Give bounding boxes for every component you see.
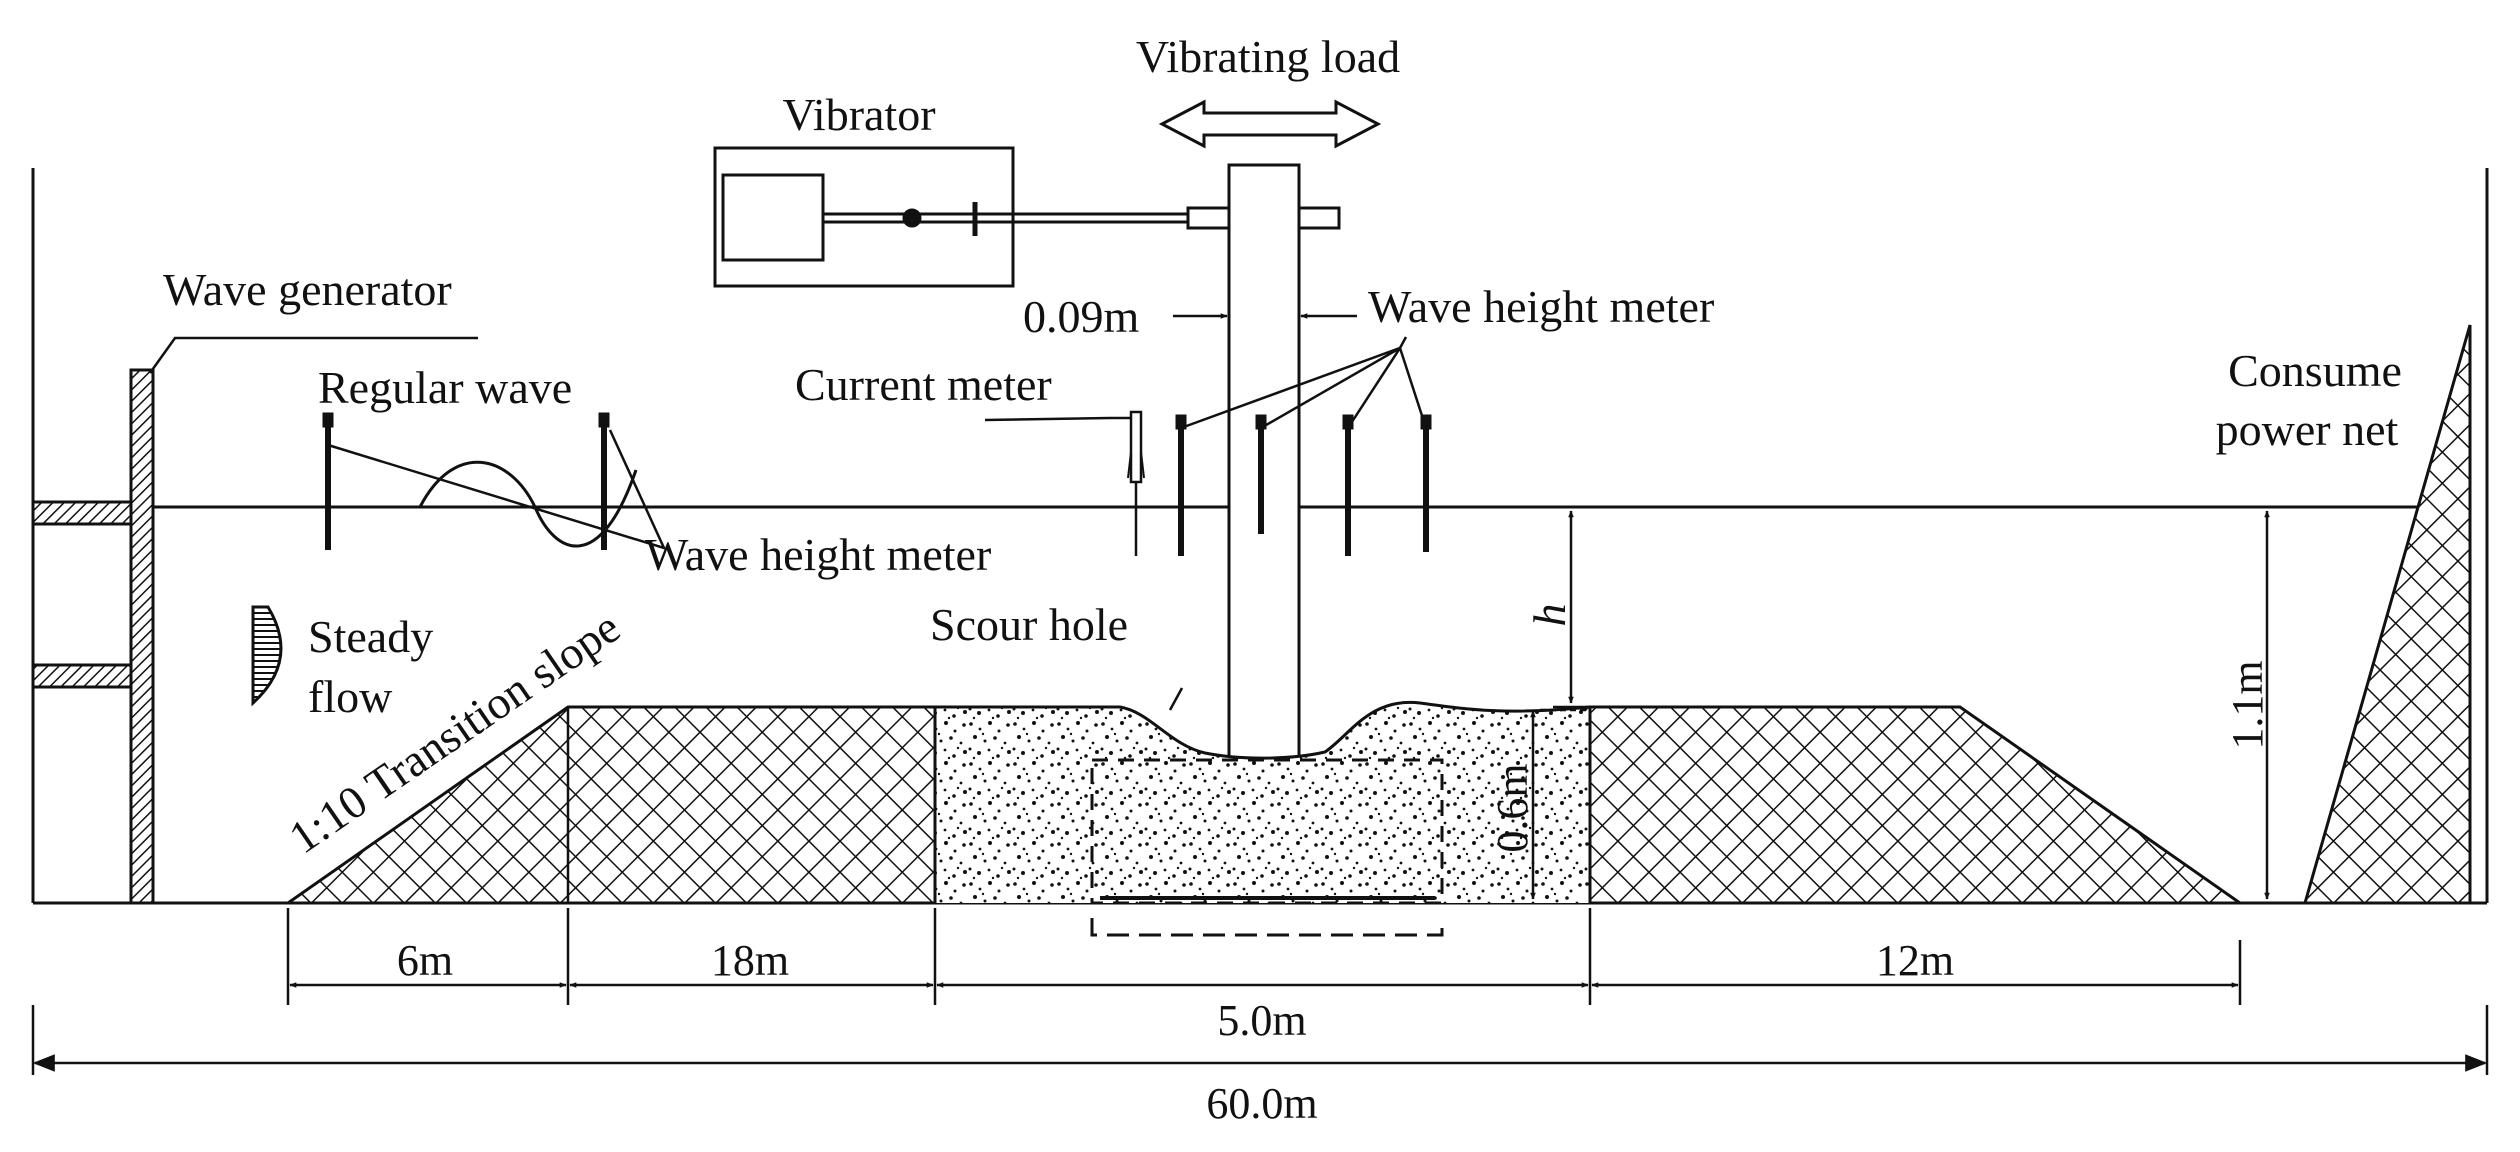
current-meter-label: Current meter [795, 359, 1052, 410]
wave-generator-arm-bottom [31, 663, 133, 689]
measure-box [1090, 758, 1444, 905]
steady-flow-label-2: flow [308, 671, 393, 722]
vibrating-load-arrow [1158, 99, 1382, 149]
wave-height-meter-right-label: Wave height meter [1368, 281, 1714, 332]
current-meter [1129, 410, 1143, 484]
wave-generator-label: Wave generator [163, 264, 452, 315]
scour-hole-leader [1168, 687, 1184, 711]
scour-profile [935, 700, 1591, 760]
vibrator-box [713, 146, 1015, 288]
vibrator-hinge [902, 208, 922, 228]
consume-power-net-label-1: Consume [2228, 345, 2402, 396]
regular-wave [418, 460, 638, 548]
dim-18m-label: 18m [711, 936, 789, 985]
wave-generator-leader [148, 336, 478, 374]
steady-flow-profile [251, 605, 283, 707]
embankment-right [1588, 705, 2245, 905]
wave-meter-leader [327, 429, 667, 551]
dim-60m-label: 60.0m [1206, 1079, 1317, 1128]
dim-5m-label: 5.0m [1217, 996, 1306, 1045]
force-plate [1090, 918, 1444, 937]
vibrating-load-label: Vibrating load [1136, 31, 1400, 82]
vibrator-motor [721, 173, 825, 262]
scour-hole-label: Scour hole [930, 599, 1128, 650]
wave-generator-arm-top [31, 500, 133, 526]
wave-generator-paddle [129, 368, 155, 905]
dim-12m-label: 12m [1876, 936, 1954, 985]
pile-width-label: 0.09m [1023, 291, 1140, 342]
h-label: h [1524, 604, 1575, 627]
vibrator-label: Vibrator [782, 89, 935, 140]
dim-6m-label: 6m [397, 936, 453, 985]
consume-power-net [2303, 324, 2472, 905]
wave-height-meter-left-label: Wave height meter [645, 529, 991, 580]
consume-power-net-label-2: power net [2216, 404, 2399, 455]
flume-depth-label: 1.1m [2223, 660, 2272, 749]
sediment-pit [935, 702, 1590, 903]
sediment-depth-label: 0.6m [1488, 763, 1537, 852]
current-meter-leader [984, 416, 1131, 422]
steady-flow-label-1: Steady [308, 611, 433, 662]
regular-wave-label: Regular wave [318, 362, 572, 413]
